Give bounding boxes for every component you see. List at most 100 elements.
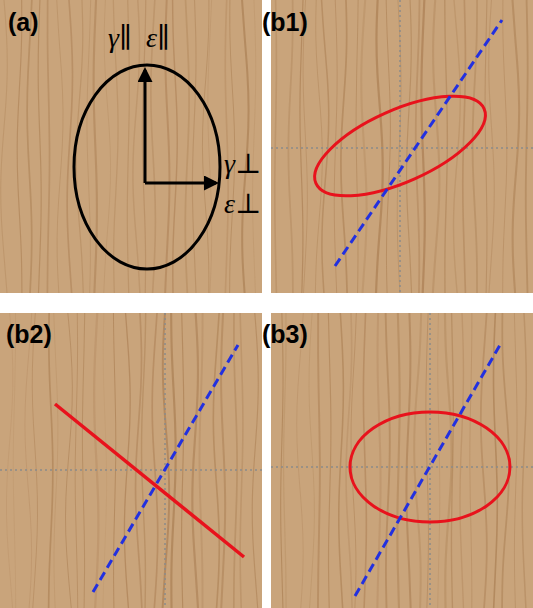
wood-panel [271, 0, 533, 293]
wood-panel [0, 0, 262, 293]
wood-grain [284, 313, 287, 608]
wood-grain [356, 0, 358, 293]
wood-grain [152, 313, 158, 608]
wood-grain [66, 313, 73, 608]
panel-label: (b2) [6, 322, 52, 347]
wood-grain [397, 0, 401, 293]
wood-grain [460, 313, 463, 608]
wood-grain [288, 0, 292, 293]
wood-grain [253, 0, 256, 293]
axis-line [0, 469, 262, 471]
wood-grain [433, 0, 440, 293]
wood-grain [208, 0, 212, 293]
wood-grain [192, 0, 196, 293]
wood-grain [136, 313, 142, 608]
wood-grain [397, 313, 399, 608]
wood-grain [75, 313, 78, 608]
wood-grain [514, 313, 517, 608]
wood-panel [0, 313, 262, 608]
blue-dashed-line [93, 345, 238, 592]
wood-grain [377, 313, 380, 608]
wood-grain [470, 313, 472, 608]
wood-grain [481, 313, 487, 608]
wood-grain [38, 0, 41, 293]
wood-grain [503, 0, 507, 293]
wood-grain [303, 0, 307, 293]
symbol-label: γ⊥ [224, 150, 261, 178]
wood-grain [451, 313, 453, 608]
wood-grain [202, 0, 208, 293]
red-line [55, 404, 244, 557]
wood-grain [361, 0, 366, 293]
wood-grain [1, 0, 8, 293]
wood-grain [275, 0, 277, 293]
wood-grain [142, 0, 145, 293]
wood-grain [49, 313, 53, 608]
wood-grain [142, 313, 146, 608]
blue-dashed-line [335, 20, 502, 266]
parallel-arrow [144, 70, 147, 183]
wood-grain [230, 0, 235, 293]
wood-grain [322, 0, 329, 293]
wood-grain [445, 313, 452, 608]
wood-grain [513, 0, 520, 293]
wood-grain [473, 0, 478, 293]
wood-grain [163, 313, 170, 608]
wood-grain [386, 313, 390, 608]
wood-grain [489, 0, 495, 293]
wood-grain [27, 0, 32, 293]
wood-grain [13, 313, 15, 608]
wood-grain [339, 313, 344, 608]
wood-grain [94, 0, 97, 293]
wood-grain [406, 313, 410, 608]
wood-grain [252, 313, 258, 608]
wood-grain [426, 313, 429, 608]
wood-grain [113, 313, 115, 608]
wood-grain [76, 0, 83, 293]
wood-grain [494, 313, 498, 608]
wood-grain [32, 313, 37, 608]
wood-grain [522, 313, 526, 608]
wood-grain [242, 0, 249, 293]
wood-grain [54, 313, 58, 608]
axis-line [399, 0, 401, 293]
axis-line [164, 313, 166, 608]
panel-label: (b3) [262, 322, 308, 347]
axis-line [429, 313, 431, 608]
wood-grain [171, 313, 176, 608]
blue-dashed-line [355, 345, 500, 596]
stiffness-ellipse [74, 65, 220, 269]
wood-grain [297, 313, 304, 608]
axis-line [271, 466, 533, 468]
wood-grain [221, 313, 225, 608]
wood-panel [271, 313, 533, 608]
wood-grain [225, 0, 228, 293]
wood-grain [376, 0, 383, 293]
wood-grain [87, 0, 91, 293]
wood-grain [192, 313, 198, 608]
wood-grain [200, 313, 203, 608]
wood-grain [438, 313, 440, 608]
panel-label: (a) [8, 10, 39, 35]
wood-grain [309, 313, 314, 608]
axis-line [271, 147, 533, 149]
wood-grain [133, 0, 140, 293]
wood-grain [67, 0, 72, 293]
wood-grain [47, 0, 49, 293]
symbol-label: ε⊥ [224, 190, 261, 218]
wood-grain [281, 313, 283, 608]
perpendicular-arrow [145, 182, 216, 185]
wood-grain [182, 313, 184, 608]
wood-grain [386, 0, 390, 293]
wood-grain [17, 0, 22, 293]
wood-grain [526, 0, 528, 293]
wood-grain [407, 0, 412, 293]
wood-grain [57, 0, 63, 293]
wood-grain [328, 313, 331, 608]
red-ellipse [350, 412, 510, 522]
wood-grain [454, 0, 461, 293]
wood-grain [234, 313, 237, 608]
panel-label: (b1) [262, 10, 308, 35]
